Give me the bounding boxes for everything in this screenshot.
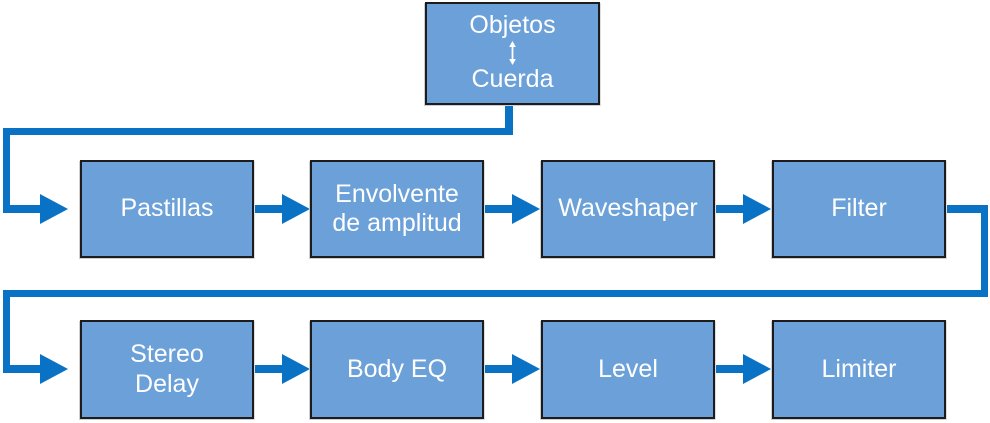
node-waveshaper: Waveshaper [541,160,715,258]
flow-arrowhead-icon [512,354,540,384]
connector-right-vertical [981,205,988,297]
node-pastillas: Pastillas [80,160,254,258]
node-label: Envolvente de amplitud [332,179,462,238]
node-label: Body EQ [346,354,448,383]
node-filter: Filter [772,160,946,258]
node-label: Level [598,354,658,383]
connector-row1-stem-1 [254,205,282,213]
connector-row2-stem-2 [484,365,512,373]
node-body-eq: Body EQ [310,320,484,419]
node-label: Waveshaper [558,194,698,223]
node-label: Filter [831,194,887,223]
node-label-objetos: Objetos [469,11,556,39]
connector-top-horizontal [3,128,513,135]
flow-arrowhead-icon [743,194,771,224]
node-label: Stereo Delay [130,340,204,398]
connector-bottom-horizontal [3,290,988,297]
node-label: Limiter [821,354,897,383]
node-objetos-cuerda: Objetos Cuerda [425,2,600,105]
flow-arrowhead-icon [743,354,771,384]
connector-row1-entry-stem [3,205,41,213]
connector-row2-entry-stem [3,365,41,373]
connector-row1-stem-3 [715,205,743,213]
flow-arrowhead-icon [40,354,68,384]
flow-arrowhead-icon [40,194,68,224]
connector-left-vertical-1 [3,128,10,213]
node-envolvente-de-amplitud: Envolvente de amplitud [310,160,484,258]
connector-filter-exit [946,205,988,213]
up-down-arrow-icon [509,40,516,65]
connector-top-drop [505,103,513,135]
node-limiter: Limiter [772,320,946,419]
flow-arrowhead-icon [282,354,310,384]
connector-left-vertical-2 [3,290,10,373]
node-label: Pastillas [120,194,214,223]
connector-row1-stem-2 [484,205,512,213]
connector-row2-stem-1 [254,365,282,373]
flow-arrowhead-icon [282,194,310,224]
flow-arrowhead-icon [512,194,540,224]
node-label-cuerda: Cuerda [471,64,554,93]
connector-row2-stem-3 [715,365,743,373]
node-level: Level [541,320,715,419]
node-stereo-delay: Stereo Delay [80,320,254,419]
